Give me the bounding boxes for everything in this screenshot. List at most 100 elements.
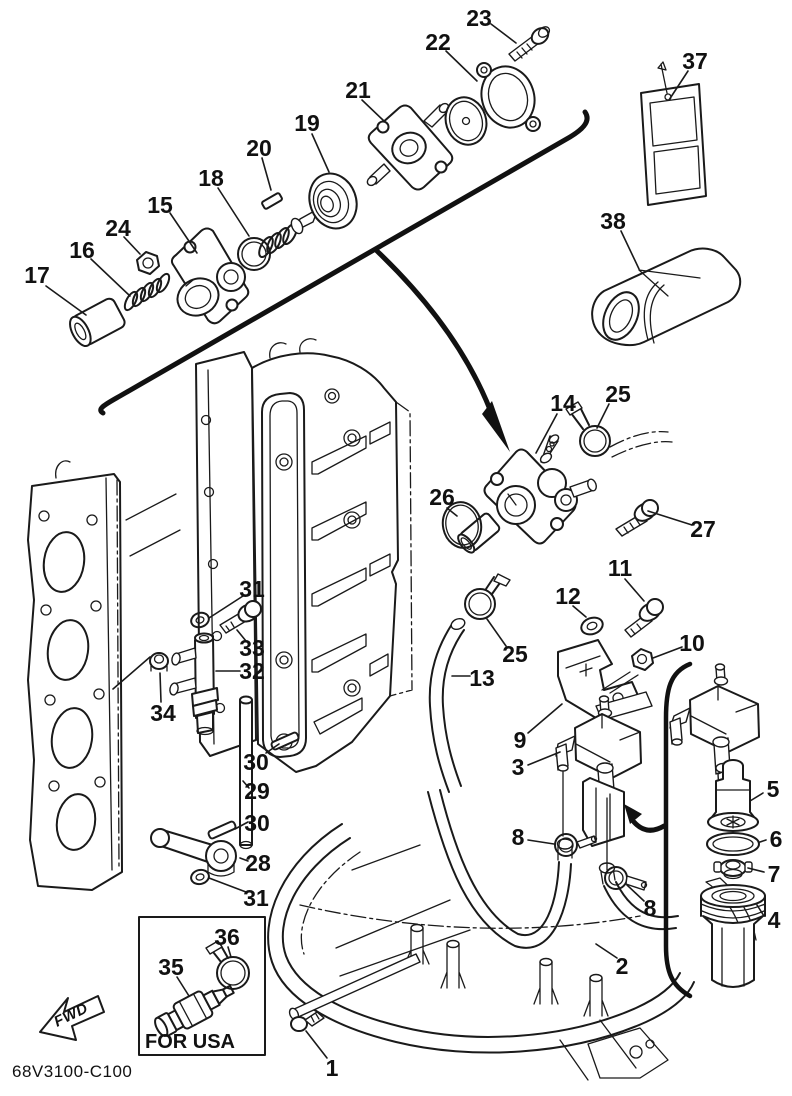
- callout-34: 34: [150, 700, 176, 726]
- spring-seat-part-18: [237, 223, 298, 271]
- washer-part-31-upper: [190, 611, 210, 629]
- callout-3: 3: [512, 754, 525, 780]
- clamp-part-36: [205, 940, 250, 990]
- callout-26: 26: [429, 484, 455, 510]
- callout-14: 14: [550, 390, 576, 416]
- callout-23: 23: [466, 5, 492, 31]
- pin-part-30-lower: [207, 820, 237, 840]
- callout-33: 33: [239, 635, 265, 661]
- intake-manifold: [195, 338, 413, 773]
- washer-part-31-lower: [190, 868, 210, 886]
- callout-24: 24: [105, 215, 131, 241]
- fuel-filter-detail: [669, 663, 760, 793]
- callout-25: 25: [605, 381, 631, 407]
- diaphragm-part-22: [444, 96, 488, 146]
- washer-part-12: [580, 616, 604, 636]
- cover-part-22: [476, 62, 541, 132]
- callout-31b: 31: [243, 885, 269, 911]
- callout-21: 21: [345, 77, 371, 103]
- callout-18: 18: [198, 165, 224, 191]
- callout-30b: 30: [244, 810, 270, 836]
- callout-8: 8: [512, 824, 525, 850]
- clip-part-8-right: [604, 866, 648, 891]
- hose-clamp-part-25-upper: [565, 401, 611, 457]
- callout-19: 19: [294, 110, 320, 136]
- callout-10: 10: [679, 630, 705, 656]
- callout-20: 20: [246, 135, 272, 161]
- plug-part-17: [69, 297, 126, 348]
- screw-part-1: [290, 1011, 325, 1032]
- callout-28: 28: [245, 850, 271, 876]
- fuel-hose-13: [428, 617, 466, 793]
- bolt-part-11: [624, 598, 664, 638]
- grommet-part-34: [149, 652, 169, 672]
- for-usa-label: FOR USA: [145, 1031, 235, 1053]
- o-ring-part-6: [706, 832, 760, 856]
- fitting-part-32: [169, 632, 219, 736]
- sleeve-part-38: [591, 247, 742, 347]
- callout-7: 7: [768, 861, 781, 887]
- detail-bracket: [663, 661, 693, 999]
- hose-stub-upper: [609, 430, 673, 458]
- valve-housing-part-15: [170, 227, 250, 325]
- callout-12: 12: [555, 583, 581, 609]
- callout-35: 35: [158, 954, 184, 980]
- callout-36: 36: [214, 924, 240, 950]
- pump-body-part-21: [366, 102, 454, 191]
- plunger-part-19: [290, 172, 358, 235]
- manifold-ribs: [311, 421, 391, 735]
- bottom-cowling: [267, 823, 757, 1081]
- callout-5: 5: [767, 776, 780, 802]
- callout-22: 22: [425, 29, 451, 55]
- callout-31: 31: [239, 576, 265, 602]
- callout-38: 38: [600, 208, 626, 234]
- lever-part-28: [150, 828, 237, 877]
- link-rod-part-29: [239, 695, 253, 850]
- callout-2: 2: [616, 953, 629, 979]
- spring-part-16: [123, 272, 171, 312]
- drawing-number: 68V3100-C100: [12, 1062, 132, 1081]
- fwd-arrow: FWD: [39, 995, 105, 1041]
- callout-17: 17: [24, 262, 50, 288]
- callout-4: 4: [768, 907, 781, 933]
- leader-lines: [45, 23, 767, 1059]
- callout-25b: 25: [502, 641, 528, 667]
- callout-32: 32: [239, 658, 265, 684]
- callout-27: 27: [690, 516, 716, 542]
- callout-labels: 17 16 24 15 18 20 19 21 22 23 37 38 14 2…: [24, 5, 782, 1081]
- fuel-valve-part-35: [154, 984, 235, 1037]
- callout-13: 13: [469, 665, 495, 691]
- nut-part-24: [136, 251, 160, 275]
- callout-6: 6: [770, 826, 783, 852]
- screw-part-23: [508, 26, 551, 62]
- group-boundary-line: [98, 109, 590, 452]
- bolt-part-27: [615, 499, 659, 537]
- callout-11: 11: [608, 555, 633, 581]
- clip-part-8-left: [554, 833, 598, 857]
- fuel-pump-part-14: [457, 434, 597, 554]
- tag-part-37: [640, 61, 707, 206]
- cylinder-head: [27, 460, 181, 891]
- detail-arrow: [624, 804, 667, 833]
- callout-15: 15: [147, 192, 173, 218]
- pin-part-20: [261, 192, 283, 210]
- callout-8b: 8: [644, 895, 657, 921]
- pilot-screw-rod: [288, 953, 421, 1021]
- callout-16: 16: [69, 237, 95, 263]
- filter-element-part-5: [707, 759, 759, 832]
- callout-30: 30: [243, 749, 269, 775]
- filter-cup-part-4: [700, 884, 766, 988]
- callout-29: 29: [244, 778, 270, 804]
- fuel-filter-assembly-part-3: [555, 695, 642, 871]
- callout-37: 37: [682, 48, 708, 74]
- callout-1: 1: [326, 1055, 339, 1081]
- bolt-part-33: [219, 600, 262, 634]
- manifold-bosses: [275, 388, 361, 751]
- retainer-part-7: [713, 859, 753, 880]
- for-usa-box: FOR USA: [138, 916, 266, 1056]
- stud: [404, 923, 609, 1017]
- hose-clamp-part-25-lower: [464, 573, 511, 620]
- callout-9: 9: [514, 727, 527, 753]
